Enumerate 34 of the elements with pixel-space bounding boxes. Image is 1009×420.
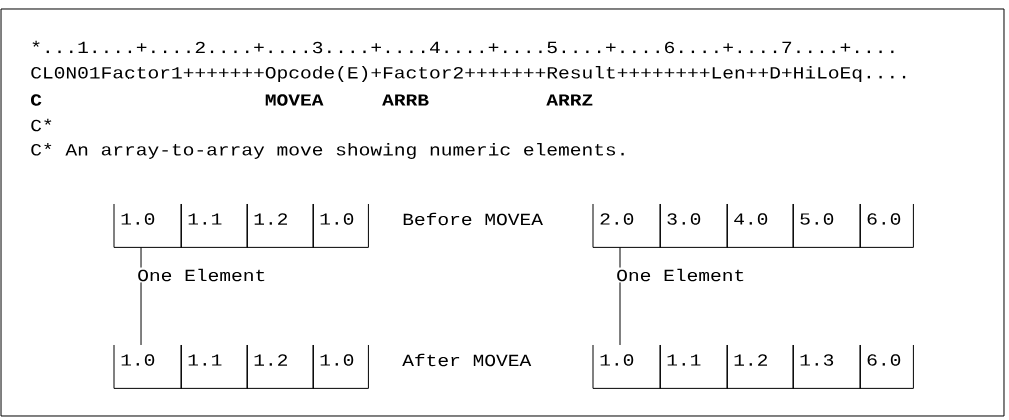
caption-text: Before MOVEA	[403, 212, 543, 226]
array-cell: 1.2	[246, 344, 314, 389]
array-cell: 1.0	[312, 203, 369, 248]
element-label: One Element	[617, 268, 744, 282]
array-cell: 2.0	[592, 203, 661, 248]
leader-line	[140, 246, 142, 269]
leader-line	[619, 246, 621, 269]
array-cell: 5.0	[792, 203, 861, 248]
code-entry: C	[31, 94, 42, 106]
array-cell: 1.3	[792, 344, 861, 389]
code-entry: ARRZ	[546, 94, 593, 106]
comment-line: C* An array-to-array move showing numeric elements.	[31, 143, 624, 159]
element-label: One Element	[138, 268, 265, 282]
ruler-line: *...1....+....2....+....3....+....4....+....5....+....6....+....7....+....	[32, 40, 894, 54]
array-cell: 1.2	[726, 344, 794, 389]
array-cell: 3.0	[659, 203, 728, 248]
code-entry: MOVEA	[265, 94, 324, 106]
array-cell: 1.1	[180, 203, 248, 248]
array-cell: 4.0	[726, 203, 794, 248]
array-cell: 6.0	[859, 344, 914, 389]
caption-text: After MOVEA	[402, 353, 532, 367]
leader-line	[619, 281, 621, 346]
array-cell: 6.0	[859, 203, 914, 248]
leader-line	[140, 281, 142, 346]
array-cell: 1.1	[659, 344, 728, 389]
array-cell: 1.0	[113, 344, 182, 389]
array-cell: 1.0	[592, 344, 661, 389]
code-entry: ARRB	[382, 94, 429, 106]
array-cell: 1.0	[312, 344, 369, 389]
array-cell: 1.1	[180, 344, 248, 389]
array-cell: 1.2	[246, 203, 314, 248]
column-header-line: CL0N01Factor1+++++++Opcode(E)+Factor2+++++++Result++++++++Len++D+HiLoEq....	[31, 66, 906, 82]
comment-line: C*	[31, 118, 52, 132]
array-cell: 1.0	[113, 203, 182, 248]
